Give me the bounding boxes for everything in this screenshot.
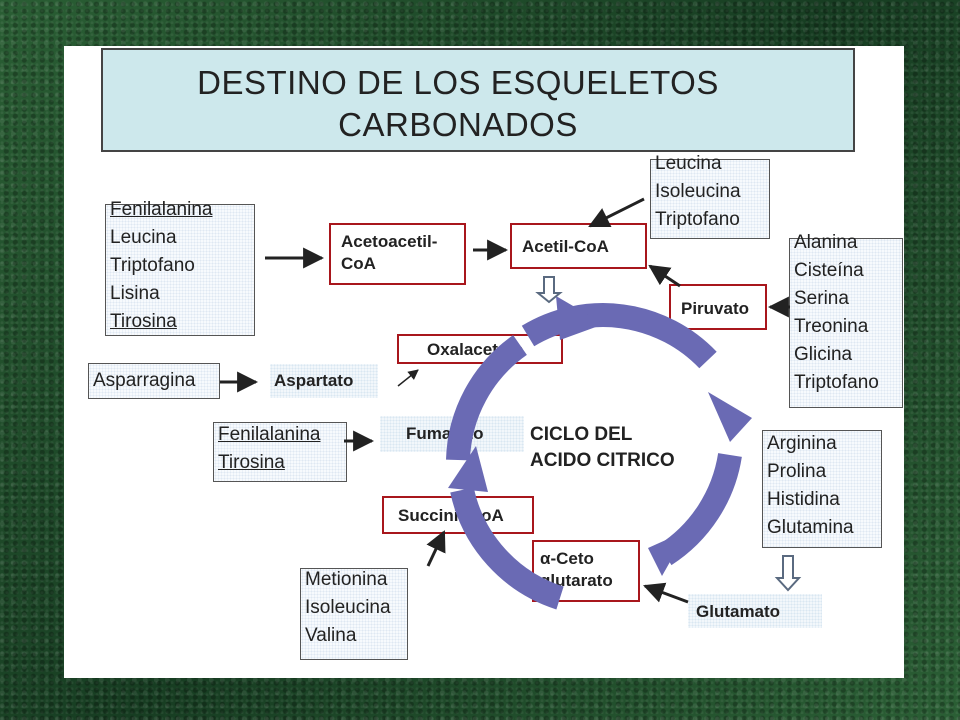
list-item: Glicina [794,344,853,365]
list-item: Isoleucina [305,597,391,618]
list-item: Cisteína [794,260,864,281]
list-item: Triptofano [794,372,879,393]
node-label: Piruvato [681,299,750,318]
list-item: Fenilalanina [110,199,213,220]
list-item: Tirosina [218,452,285,473]
arrow-glutamato-to-cetoglutarato [643,582,689,604]
arrow-from-leucina-list [588,197,645,228]
list-item: Arginina [767,433,837,454]
node-label: Aspartato [274,371,354,390]
list-item: Metionina [305,569,388,590]
succinil-sources-list: Metionina Isoleucina Valina [300,568,408,660]
node-aspartato: Aspartato [270,364,378,398]
piruvato-sources-list: Alanina Cisteína Serina Treonina Glicina… [789,232,903,408]
node-acetoacetil-coa: Acetoacetil- CoA [329,223,466,285]
node-piruvato: Piruvato [669,284,767,330]
glutamato-sources-list: Arginina Prolina Histidina Glutamina [762,430,882,548]
slide: DESTINO DE LOS ESQUELETOS CARBONADOS Fen… [64,46,904,678]
citric-cycle-ring [446,303,742,610]
node-label: Acetil-CoA [522,237,609,256]
cycle-arrowheads [448,296,752,576]
list-item: Asparragina [93,370,196,391]
list-item: Leucina [110,227,177,248]
title-line-1: DESTINO DE LOS ESQUELETOS [197,64,719,101]
title-line-2: CARBONADOS [338,106,578,143]
arrow-to-succinil [426,530,446,567]
list-item: Leucina [655,153,722,174]
node-label: α-Ceto [540,549,594,568]
node-label: Acetoacetil- [341,232,438,251]
arrow-piruvato-to-acetil [648,264,681,288]
list-item: Isoleucina [655,181,741,202]
hollow-down-arrow-glutamato [774,555,802,592]
list-item: Glutamina [767,517,854,538]
acetil-sources-list: Leucina Isoleucina Triptofano [650,153,770,239]
list-item: Serina [794,288,849,309]
node-label: CoA [341,254,376,273]
list-item: Valina [305,625,357,646]
title-box: DESTINO DE LOS ESQUELETOS CARBONADOS [101,48,855,152]
node-label: Glutamato [696,602,781,621]
list-item: Triptofano [655,209,740,230]
fumarato-sources-list: Fenilalanina Tirosina [213,422,347,482]
arrow-aspartato-to-oxalacetato [397,369,419,387]
list-item: Treonina [794,316,869,337]
hollow-down-arrow-acetil [535,276,563,304]
list-item: Triptofano [110,255,195,276]
list-item: Lisina [110,283,160,304]
list-item: Histidina [767,489,840,510]
cycle-label-line-1: CICLO DEL [530,424,633,445]
node-glutamato: Glutamato [688,594,822,628]
node-acetil-coa: Acetil-CoA [510,223,647,269]
list-item: Tirosina [110,311,177,332]
cycle-label-line-2: ACIDO CITRICO [530,450,675,471]
list-item: Prolina [767,461,827,482]
cycle-label: CICLO DEL ACIDO CITRICO [530,422,675,474]
aspartato-sources-list: Asparragina [88,363,220,399]
list-item: Alanina [794,232,858,253]
acetoacetil-sources-list: Fenilalanina Leucina Triptofano Lisina T… [105,199,255,336]
list-item: Fenilalanina [218,424,321,445]
